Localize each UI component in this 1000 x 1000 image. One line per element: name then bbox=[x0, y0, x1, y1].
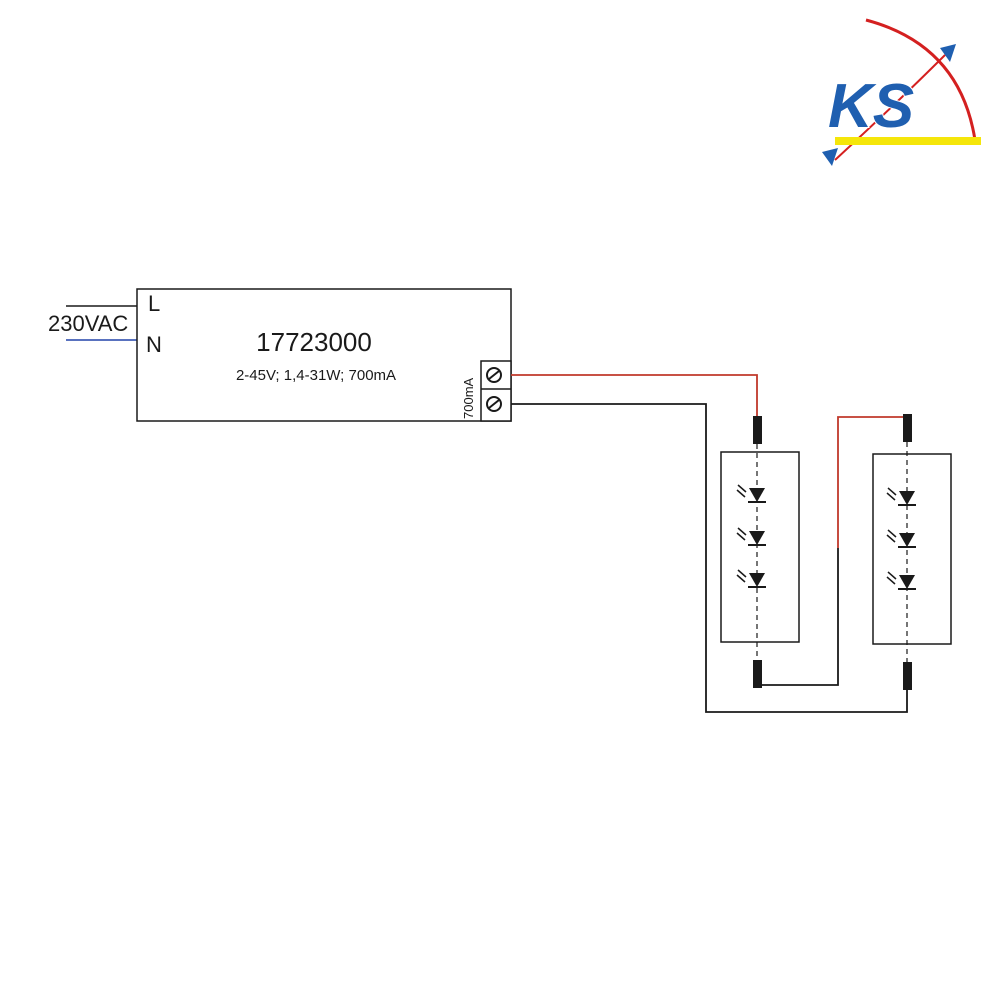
module-2-led-2 bbox=[886, 529, 916, 548]
logo-text: KS bbox=[828, 72, 914, 141]
positive-wire bbox=[511, 374, 758, 418]
module-1-board bbox=[720, 451, 800, 643]
input-wires: 230VAC bbox=[48, 305, 137, 341]
driver-line-terminal-label: L bbox=[148, 291, 160, 316]
logo-yellow-bar bbox=[835, 137, 981, 145]
led-module-1 bbox=[720, 416, 800, 688]
module-2-connector-top bbox=[903, 414, 912, 442]
module-1-led-1 bbox=[736, 484, 766, 503]
module-2-led-1 bbox=[886, 487, 916, 506]
driver-neutral-terminal-label: N bbox=[146, 332, 162, 357]
input-voltage-label: 230VAC bbox=[48, 311, 128, 336]
logo-arc-lower bbox=[834, 54, 946, 161]
module-2-connector-bottom bbox=[903, 662, 912, 690]
negative-return-wire bbox=[511, 403, 908, 713]
module-1-led-2 bbox=[736, 527, 766, 546]
module-1-led-3 bbox=[736, 569, 766, 588]
led-module-2 bbox=[872, 414, 952, 690]
module-2-led-3 bbox=[886, 571, 916, 590]
module-1-connector-top bbox=[753, 416, 762, 444]
module-2-board bbox=[872, 453, 952, 645]
logo-triangle-bottom bbox=[822, 148, 838, 166]
logo-arc bbox=[865, 18, 977, 141]
module-1-connector-bottom bbox=[753, 660, 762, 688]
terminal-screw-positive bbox=[486, 367, 502, 383]
driver-box bbox=[136, 288, 512, 422]
logo-triangle-top bbox=[940, 44, 956, 62]
series-link-wire-red bbox=[837, 416, 907, 548]
driver-output-label: 700mA bbox=[461, 377, 476, 419]
terminal-screw-negative bbox=[486, 396, 502, 412]
led-driver: L N 17723000 2-45V; 1,4-31W; 700mA 700mA bbox=[136, 288, 512, 422]
output-wires bbox=[511, 374, 908, 713]
series-link-wire-black bbox=[757, 548, 839, 686]
driver-spec: 2-45V; 1,4-31W; 700mA bbox=[236, 367, 396, 384]
ks-logo: KS bbox=[822, 18, 981, 166]
driver-model-number: 17723000 bbox=[256, 327, 372, 357]
